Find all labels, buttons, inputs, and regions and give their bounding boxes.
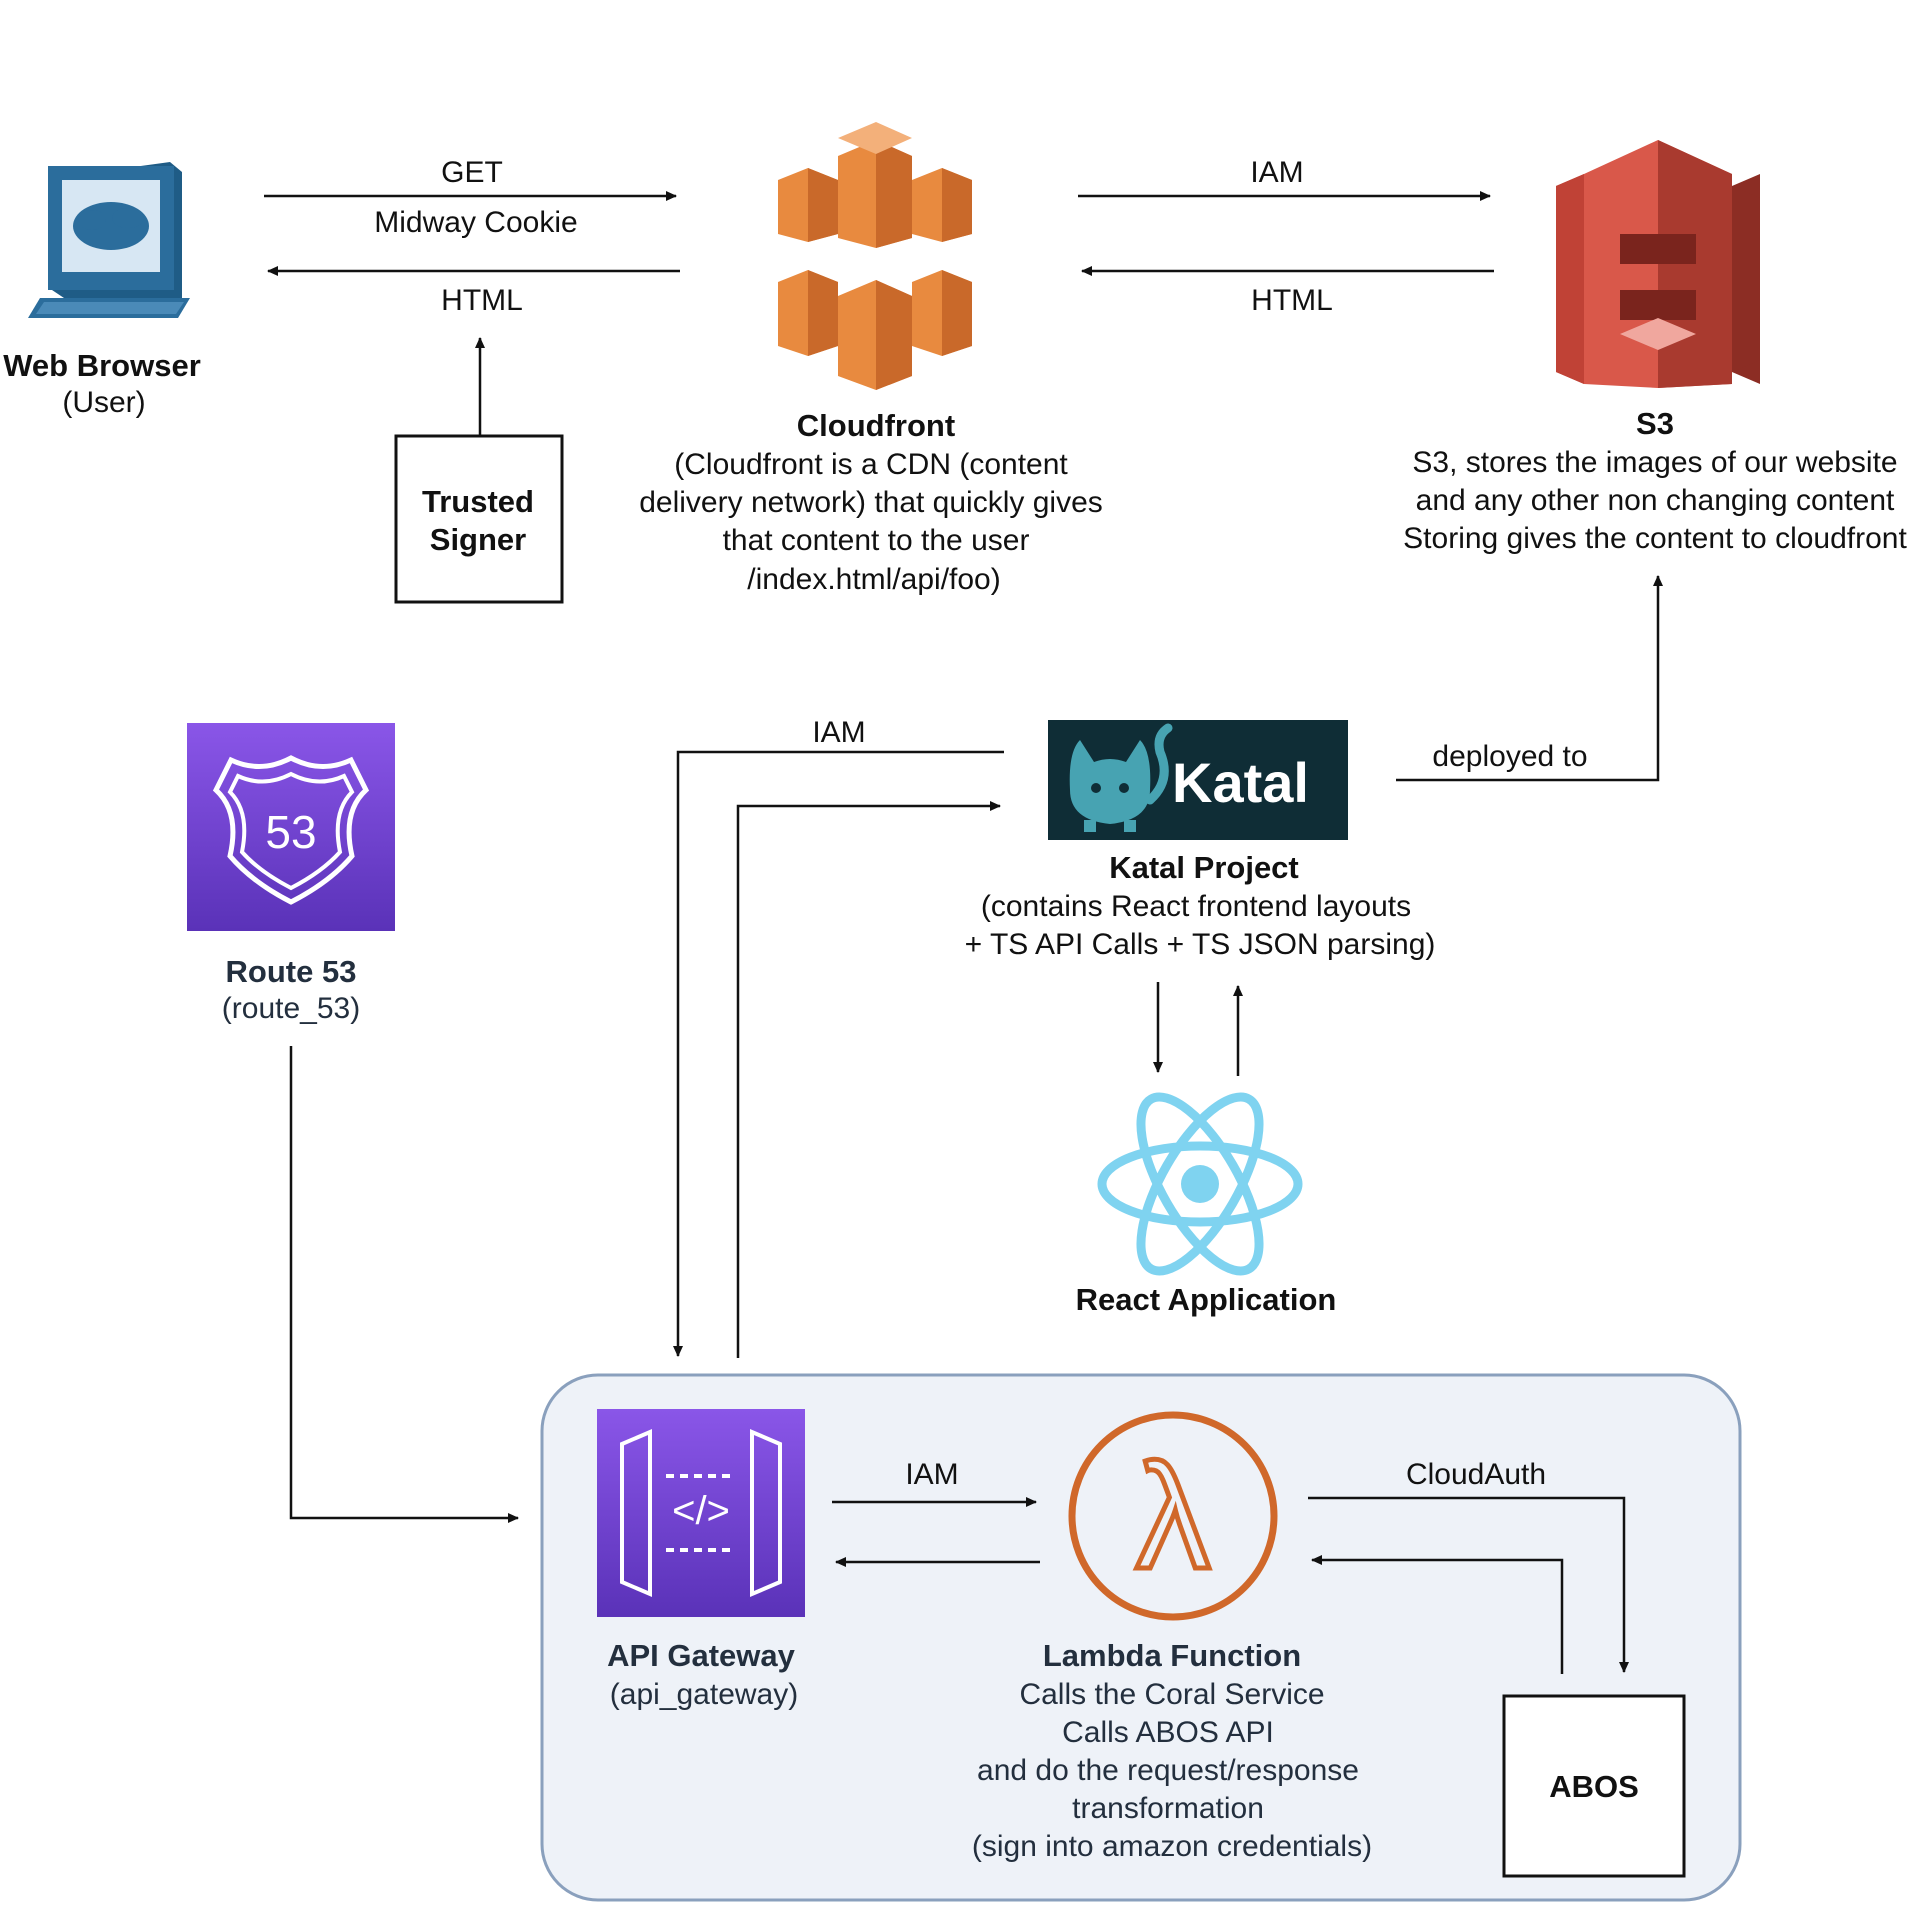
- cloudfront-title: Cloudfront: [797, 408, 955, 443]
- edge-label-iam-s3: IAM: [1250, 156, 1303, 189]
- api-gateway-icon-bg: [597, 1409, 805, 1617]
- web-browser-subtitle: (User): [62, 386, 145, 419]
- cloudfront-node[interactable]: Cloudfront (Cloudfront is a CDN (content…: [639, 122, 1103, 596]
- lambda-desc-line: Calls ABOS API: [1062, 1716, 1274, 1749]
- edge-katal-to-s3: [1396, 575, 1663, 782]
- cloudfront-desc-line: that content to the user: [723, 524, 1030, 557]
- katal-logo-text: Katal: [1172, 751, 1309, 814]
- api-gateway-title: API Gateway: [607, 1638, 796, 1673]
- edge-route53-to-api-gateway: [289, 1046, 519, 1523]
- cloudfront-desc-line: /index.html/api/foo): [747, 563, 1000, 596]
- web-browser-node[interactable]: Web Browser (User): [3, 162, 201, 419]
- katal-desc-line: + TS API Calls + TS JSON parsing): [965, 928, 1436, 961]
- s3-bucket-icon: [1556, 140, 1760, 388]
- lambda-desc-line: (sign into amazon credentials): [972, 1830, 1372, 1863]
- api-gateway-icon: [620, 1428, 782, 1598]
- edge-label-deployed-to: deployed to: [1432, 740, 1587, 773]
- route53-badge-text: 53: [265, 806, 316, 858]
- react-atom-icon: [1097, 1092, 1303, 1276]
- edge-label-iam-katal: IAM: [812, 716, 865, 749]
- route53-shield-icon: [212, 755, 370, 905]
- edge-label-html-s3: HTML: [1251, 284, 1333, 317]
- web-browser-title: Web Browser: [3, 348, 201, 383]
- s3-desc-line: Storing gives the content to cloudfront: [1403, 522, 1907, 555]
- web-browser-icon: [28, 162, 190, 318]
- trusted-signer-box[interactable]: Trusted Signer: [394, 434, 564, 604]
- edge-lambda-to-abos: [1308, 1496, 1629, 1673]
- katal-title: Katal Project: [1109, 850, 1299, 885]
- edge-label-get: GET: [441, 156, 503, 189]
- lambda-title: Lambda Function: [1043, 1638, 1301, 1673]
- cloudfront-desc-line: delivery network) that quickly gives: [639, 486, 1103, 519]
- katal-desc-line: (contains React frontend layouts: [981, 890, 1411, 923]
- s3-node[interactable]: S3 S3, stores the images of our website …: [1403, 140, 1907, 555]
- react-node[interactable]: React Application: [1076, 1080, 1337, 1317]
- lambda-node[interactable]: λ Lambda Function Calls the Coral Servic…: [972, 1411, 1372, 1863]
- abos-box[interactable]: ABOS: [1502, 1694, 1686, 1878]
- api-gateway-glyph: </>: [672, 1489, 730, 1533]
- route53-node[interactable]: 53 Route 53 (route_53): [187, 723, 395, 1025]
- trusted-signer-label-line1: Trusted: [422, 484, 534, 519]
- edge-api-gateway-to-katal: [736, 801, 1001, 1358]
- cloudfront-icon: [778, 122, 972, 390]
- edge-label-iam-lambda: IAM: [905, 1458, 958, 1491]
- s3-title: S3: [1636, 406, 1674, 441]
- s3-desc-line: and any other non changing content: [1416, 484, 1895, 517]
- katal-cat-icon: [1069, 723, 1173, 832]
- lambda-icon: [1068, 1411, 1278, 1621]
- trusted-signer-label-line2: Signer: [430, 522, 526, 557]
- lambda-desc-line: and do the request/response: [977, 1754, 1359, 1787]
- api-gateway-subtitle: (api_gateway): [610, 1678, 798, 1711]
- edge-label-cloudauth: CloudAuth: [1406, 1458, 1546, 1491]
- lambda-desc-line: Calls the Coral Service: [1019, 1678, 1324, 1711]
- backend-group-container: [540, 1373, 1742, 1902]
- lambda-desc-line: transformation: [1072, 1792, 1264, 1825]
- route53-subtitle: (route_53): [222, 992, 360, 1025]
- abos-label: ABOS: [1549, 1769, 1639, 1804]
- api-gateway-node[interactable]: </> API Gateway (api_gateway): [597, 1409, 805, 1711]
- katal-node[interactable]: Katal Katal Project (contains React fron…: [965, 720, 1436, 961]
- edge-katal-to-api-gateway: [673, 750, 1004, 1357]
- react-title: React Application: [1076, 1282, 1337, 1317]
- lambda-glyph: λ: [1136, 1432, 1211, 1600]
- s3-desc-line: S3, stores the images of our website: [1412, 446, 1897, 479]
- edge-abos-to-lambda: [1311, 1555, 1564, 1674]
- route53-title: Route 53: [226, 954, 357, 989]
- edge-label-html-browser: HTML: [441, 284, 523, 317]
- edge-label-midway-cookie: Midway Cookie: [374, 206, 577, 239]
- cloudfront-desc-line: (Cloudfront is a CDN (content: [674, 448, 1068, 481]
